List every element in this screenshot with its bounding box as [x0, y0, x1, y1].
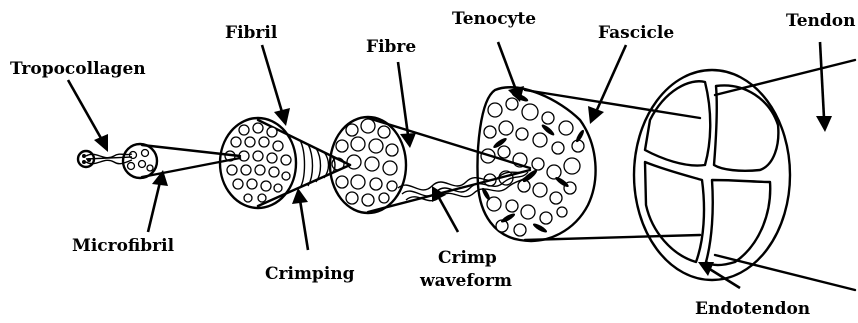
arrow-tropocollagen	[68, 80, 108, 152]
label-crimp: Crimp	[438, 248, 497, 268]
fascicle-compartment-lower-right	[706, 180, 770, 265]
fascicle-compartment-upper-right	[714, 85, 778, 170]
label-tendon: Tendon	[786, 11, 855, 31]
label-fascicle: Fascicle	[598, 23, 674, 43]
arrow-fibre	[398, 62, 416, 148]
label-crimping: Crimping	[265, 264, 355, 284]
arrow-fibril	[262, 45, 290, 126]
label-waveform: waveform	[419, 271, 512, 291]
label-fibre: Fibre	[366, 37, 416, 57]
arrow-fascicle	[588, 45, 626, 124]
fibril-microfibril-circles	[225, 123, 291, 202]
fascicle-fibre-circles	[481, 98, 584, 236]
arrow-crimping	[292, 188, 308, 250]
arrow-microfibril	[148, 170, 168, 232]
label-fibril: Fibril	[225, 23, 278, 43]
label-tropocollagen: Tropocollagen	[10, 59, 146, 79]
arrow-tendon	[816, 42, 832, 132]
fascicle-compartment-upper-left	[645, 81, 710, 165]
label-tenocyte: Tenocyte	[452, 9, 536, 29]
tendon-cross-section	[634, 70, 790, 280]
tendon-outline-top	[715, 60, 855, 95]
fibre-fibril-circles	[332, 119, 398, 206]
arrow-tenocyte	[498, 42, 524, 102]
label-microfibril: Microfibril	[72, 236, 175, 256]
label-endotendon: Endotendon	[695, 299, 810, 319]
labels: Tropocollagen Microfibril Fibril Crimpin…	[10, 9, 855, 319]
